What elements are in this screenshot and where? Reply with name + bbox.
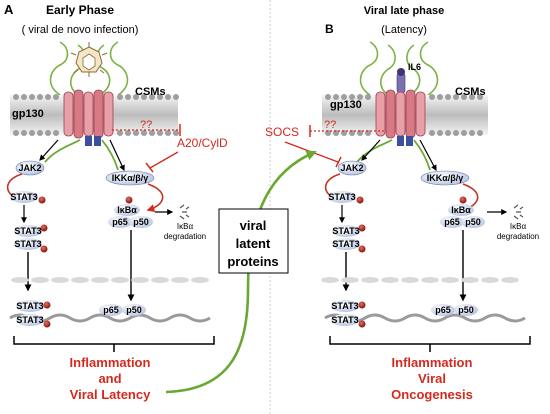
dna-a — [9, 313, 211, 323]
stat3-a1 — [10, 191, 38, 203]
gp130-receptor-a — [63, 89, 114, 146]
dna-b — [324, 313, 526, 323]
viral-latent-proteins-box — [218, 208, 289, 274]
panel-a-subtitle: ( viral de novo infection) — [22, 24, 139, 36]
il6-label: IL6 — [408, 62, 421, 72]
stat3-nuc-label-a2: STAT3 — [16, 315, 43, 325]
degradation-label-a2: degradation — [164, 232, 206, 241]
inhibitor-socs: SOCS — [265, 125, 299, 139]
green-connector-arrow — [165, 150, 317, 394]
virus-icon — [70, 42, 108, 77]
csms-label-b: CSMs — [455, 86, 486, 98]
nfkb-complex-a — [108, 196, 153, 228]
nfkb-complex-b — [440, 196, 485, 228]
question-b: ?? — [324, 119, 336, 131]
panel-b-subtitle: (Latency) — [381, 24, 427, 36]
p50-nuc-label-b: p50 — [458, 305, 474, 315]
gp130-label-b: gp130 — [330, 99, 362, 111]
panel-a-title: Early Phase — [46, 3, 114, 17]
panel-a-letter: A — [4, 2, 14, 17]
ikk-label-a: IKKα/β/γ — [112, 173, 149, 183]
gp130-receptor-b — [375, 89, 426, 146]
stat3-label-b3: STAT3 — [332, 239, 359, 249]
stat3-nuc-label-a1: STAT3 — [16, 301, 43, 311]
ikk-b — [420, 170, 470, 186]
p65-nuc-label-b: p65 — [435, 305, 451, 315]
stat3-label-b1: STAT3 — [328, 192, 355, 202]
jak2-label-a: JAK2 — [18, 163, 41, 173]
p65-label-b: p65 — [444, 217, 460, 227]
ikk-label-b: IKKα/β/γ — [427, 173, 464, 183]
nuclear-membrane-b — [321, 277, 519, 283]
receptor-loops-b — [359, 41, 439, 96]
outcome-a-line3: Viral Latency — [70, 387, 151, 402]
nuclear-membrane-a — [11, 277, 209, 283]
viral-latent-proteins-line3: proteins — [227, 254, 278, 269]
il6-ligand-icon — [396, 68, 406, 95]
bracket-b — [329, 336, 531, 352]
degradation-label-b1: IκBα — [510, 222, 527, 231]
jak2-a — [15, 160, 45, 176]
degradation-label-b2: degradation — [497, 232, 539, 241]
outcome-a-line2: and — [98, 371, 121, 386]
p50-label-b: p50 — [465, 217, 481, 227]
viral-latent-proteins-line1: viral — [240, 218, 267, 233]
outcome-b-line1: Inflammation — [392, 355, 473, 370]
outcome-b-line2: Viral — [418, 371, 446, 386]
gp130-label-a: gp130 — [12, 108, 44, 120]
stat3-label-a1: STAT3 — [10, 192, 37, 202]
stat3-nuc-a1 — [16, 300, 44, 312]
panel-b: B Viral late phase (Latency) IL6 — [265, 5, 539, 402]
inhibitor-a20: A20/CylD — [177, 136, 228, 150]
jak2-b — [337, 160, 367, 176]
stat3-nuc-label-b2: STAT3 — [331, 315, 358, 325]
stat3-b3 — [332, 238, 360, 250]
p65-nuc-label-a: p65 — [103, 305, 119, 315]
bracket-a — [13, 336, 215, 352]
p65-label-a: p65 — [112, 217, 128, 227]
question-a: ?? — [140, 119, 152, 131]
p50-label-a: p50 — [133, 217, 149, 227]
stat3-label-a2: STAT3 — [14, 226, 41, 236]
stat3-nuc-b2 — [331, 314, 359, 326]
panel-b-title: Viral late phase — [364, 5, 445, 17]
stat3-a3 — [14, 238, 42, 250]
viral-latent-proteins-line2: latent — [236, 236, 271, 251]
degradation-icon-b — [513, 204, 524, 220]
membrane-heads-a — [13, 94, 179, 136]
outcome-a-line1: Inflammation — [70, 355, 151, 370]
stat3-a2 — [14, 225, 42, 237]
stat3-nuc-b1 — [331, 300, 359, 312]
degradation-icon-a — [179, 204, 190, 220]
stat3-nuc-label-b1: STAT3 — [331, 301, 358, 311]
stat3-label-b2: STAT3 — [332, 226, 359, 236]
jak2-label-b: JAK2 — [340, 163, 363, 173]
outcome-b-line3: Oncogenesis — [391, 387, 473, 402]
ikba-label-b: IκBα — [451, 205, 471, 215]
stat3-nuc-a2 — [16, 314, 44, 326]
panel-a: A Early Phase ( viral de novo infection) — [4, 2, 228, 402]
ikk-a — [105, 170, 155, 186]
p50-nuc-label-a: p50 — [126, 305, 142, 315]
stat3-label-a3: STAT3 — [14, 239, 41, 249]
csms-label-a: CSMs — [135, 86, 166, 98]
panel-b-letter: B — [325, 22, 334, 36]
ikba-label-a: IκBα — [117, 205, 137, 215]
stat3-b1 — [328, 191, 356, 203]
stat3-b2 — [332, 225, 360, 237]
degradation-label-a1: IκBα — [177, 222, 194, 231]
